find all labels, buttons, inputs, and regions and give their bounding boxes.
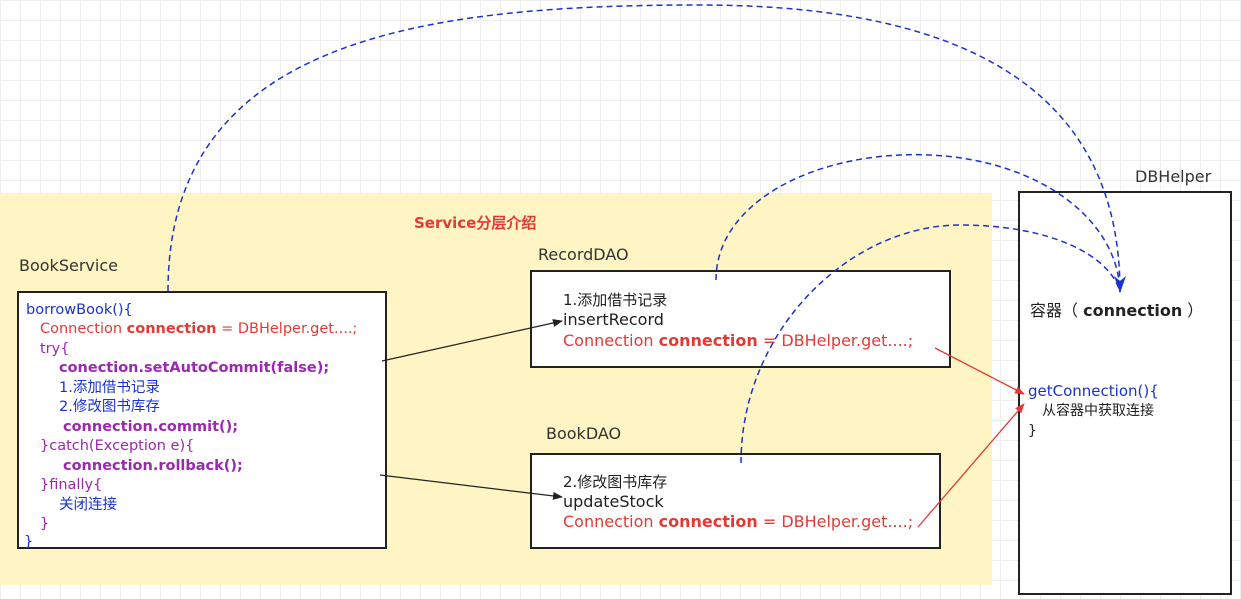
dashed-arrow-bookdao [740,224,1121,464]
record-dao-box: 1.添加借书记录 insertRecord Connection connect… [530,270,951,368]
red-arrow-book [917,403,1025,528]
dao-line: Connection connection = DBHelper.get....… [563,331,914,350]
code-line: 2.修改图书库存 [59,399,160,415]
code-line: try{ [40,341,70,357]
dao-line: updateStock [563,492,664,511]
red-arrow-record [934,347,1025,395]
db-helper-box: 容器（ connection ） getConnection(){ 从容器中获取… [1018,191,1232,595]
book-dao-box: 2.修改图书库存 updateStock Connection connecti… [530,453,941,549]
record-dao-label: RecordDAO [538,245,629,264]
code-line: conection.setAutoCommit(false); [59,360,330,376]
code-line: } [40,516,50,532]
dao-line: 1.添加借书记录 [563,291,668,309]
call-arrow-insert [381,319,563,362]
code-line: }catch(Exception e){ [40,438,195,454]
code-line: connection.commit(); [63,419,239,435]
code-line: connection.rollback(); [63,458,243,474]
db-helper-label: DBHelper [1135,167,1212,186]
code-line: 关闭连接 [59,497,117,513]
blue-arrowhead [1114,276,1126,293]
code-line: borrowBook(){ [26,302,133,318]
region-title: Service分层介绍 [414,214,537,232]
dao-line: Connection connection = DBHelper.get....… [563,512,914,531]
code-line: Connection connection = DBHelper.get....… [40,321,358,337]
book-service-label: BookService [19,256,118,275]
book-dao-label: BookDAO [546,424,622,443]
dao-line: insertRecord [563,310,664,329]
call-arrow-update [379,474,563,500]
method-end: } [1028,423,1037,439]
code-line: 1.添加借书记录 [59,380,160,396]
code-line: } [24,534,34,550]
get-connection-method: getConnection(){ [1028,382,1159,400]
method-body: 从容器中获取连接 [1042,403,1154,419]
dashed-arrow-bookservice [167,4,1121,293]
dashed-arrow-recorddao [715,153,1121,293]
book-service-box: borrowBook(){ Connection connection = DB… [17,291,387,550]
dao-line: 2.修改图书库存 [563,473,668,491]
container-text: 容器（ connection ） [1030,301,1204,320]
code-line: }finally{ [40,477,103,493]
